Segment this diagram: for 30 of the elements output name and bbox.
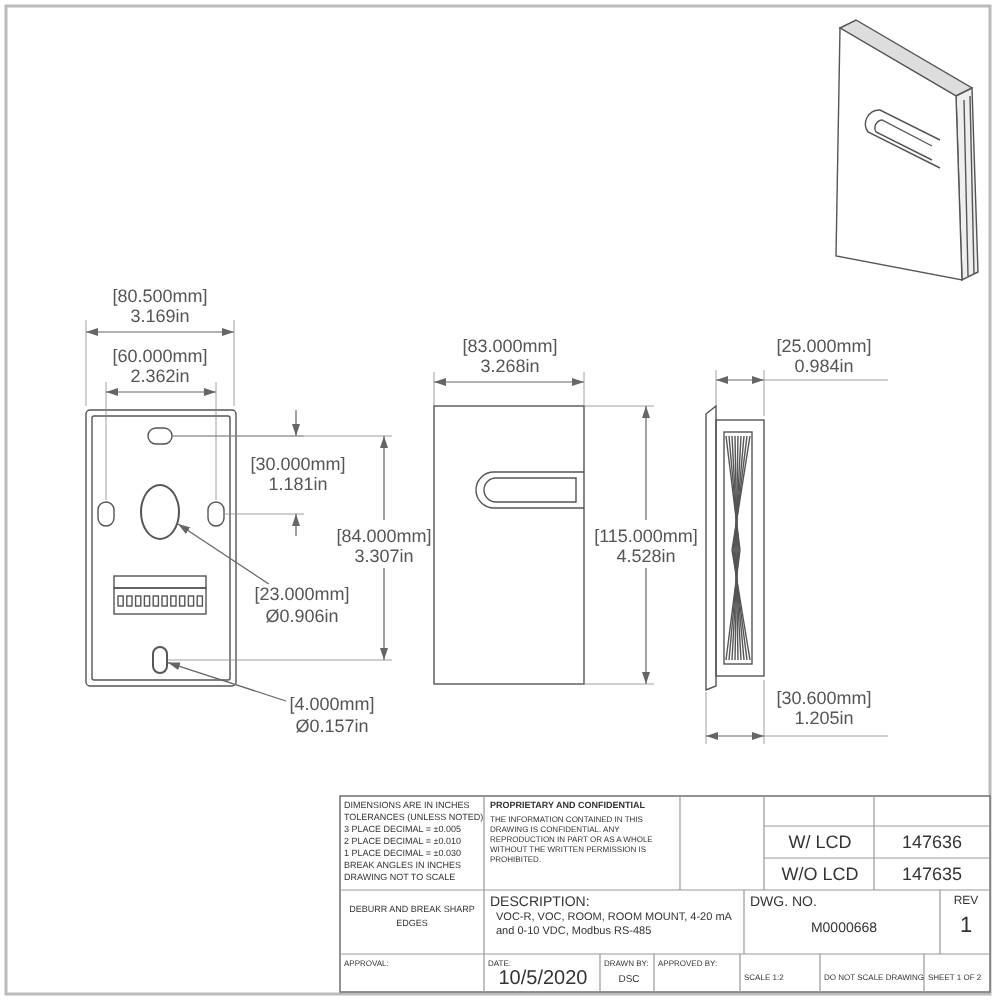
dimension-text: 1.181in <box>266 474 330 498</box>
dimension-text: 1.205in <box>792 708 856 732</box>
diameter-dimension-text: [4.000mm] <box>289 694 375 716</box>
dimension-text: 3.169in <box>128 306 192 330</box>
dimension-text: [80.500mm] <box>110 284 210 309</box>
leader-line <box>177 523 270 585</box>
dimension-text: [25.000mm] <box>774 334 874 359</box>
dimension-text: [83.000mm] <box>460 334 560 359</box>
diameter-dimension-text: [23.000mm] <box>254 584 350 606</box>
variant-label: W/O LCD <box>779 862 861 888</box>
leader-line <box>167 662 287 702</box>
diameter-dimension-text: Ø0.157in <box>295 716 369 738</box>
dimension-text: [115.000mm] <box>592 524 700 549</box>
dimension-text: 4.528in <box>614 546 678 570</box>
date-text: 10/5/2020 <box>496 968 590 990</box>
mounting-slot <box>152 646 168 674</box>
dimension-text: [30.600mm] <box>774 686 874 711</box>
mounting-hole <box>140 484 180 540</box>
dimension-text: [30.000mm] <box>248 452 348 477</box>
dimension-text: [84.000mm] <box>336 524 432 549</box>
variant-label: W/ LCD <box>786 830 854 856</box>
dimension-text: 3.307in <box>352 546 416 570</box>
part-number: 147635 <box>899 862 965 888</box>
dimension-text: [60.000mm] <box>110 344 210 369</box>
dimension-text: 3.268in <box>478 356 542 380</box>
revision-number: 1 <box>957 912 975 942</box>
dimension-text: 0.984in <box>792 356 856 380</box>
part-number: 147636 <box>899 830 965 856</box>
dimension-text: 2.362in <box>128 366 192 390</box>
diameter-dimension-text: Ø0.906in <box>265 606 339 628</box>
